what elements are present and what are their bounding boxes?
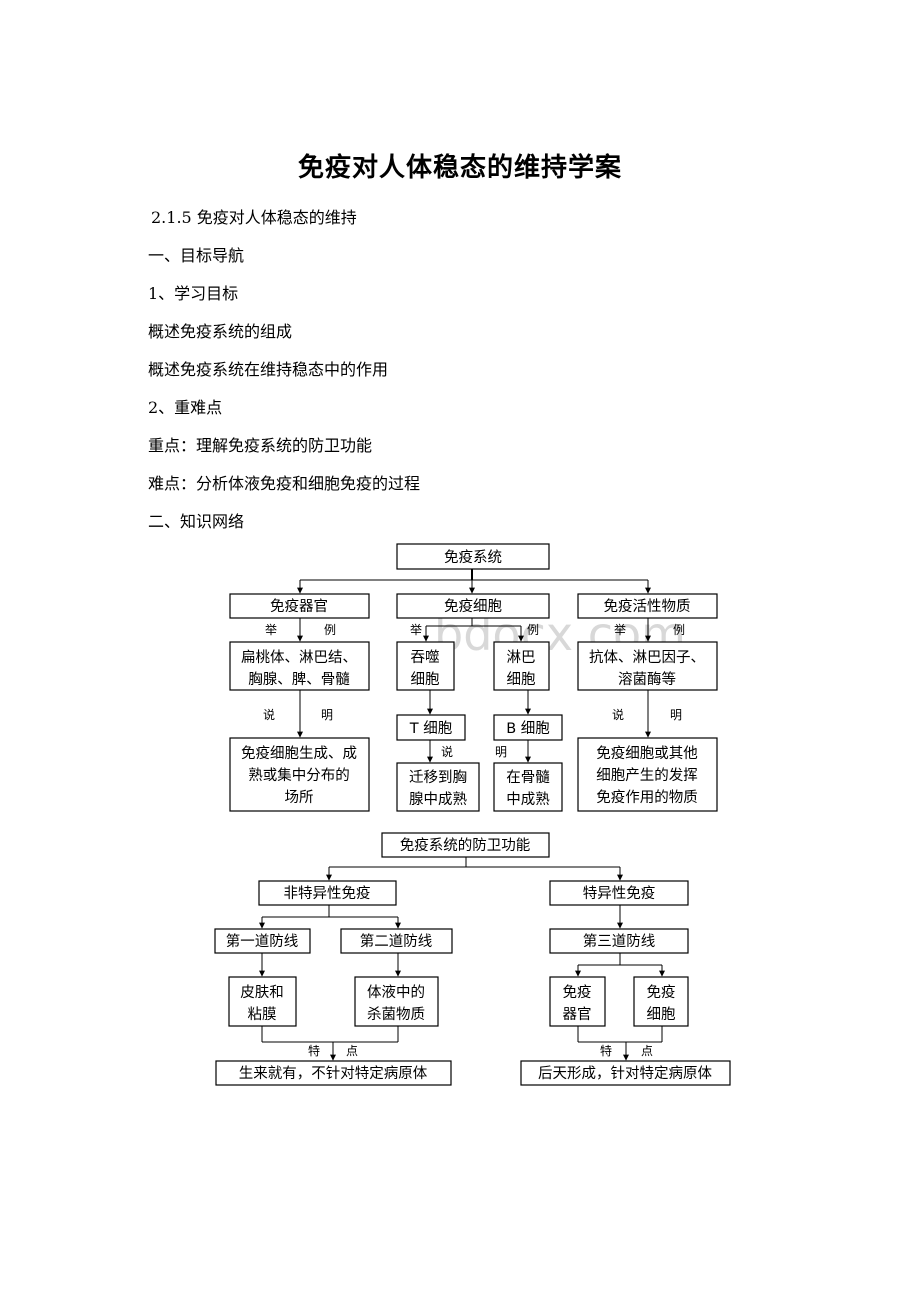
box-defense-function: 免疫系统的防卫功能 [381, 832, 550, 858]
svg-text:非特异性免疫: 非特异性免疫 [284, 885, 371, 902]
box-b-cell: B 细胞 [493, 714, 563, 741]
svg-text:免疫系统: 免疫系统 [444, 549, 502, 566]
svg-text:免疫作用的物质: 免疫作用的物质 [596, 789, 698, 806]
box-specific-feature: 后天形成，针对特定病原体 [520, 1060, 731, 1086]
label-te: 特 [308, 1043, 320, 1058]
svg-text:B 细胞: B 细胞 [506, 720, 550, 737]
box-skin-mucosa: 皮肤和 粘膜 [228, 976, 297, 1027]
diagram1-connectors [297, 569, 651, 763]
svg-text:第三道防线: 第三道防线 [583, 932, 656, 950]
svg-text:特异性免疫: 特异性免疫 [583, 885, 656, 902]
svg-text:细胞产生的发挥: 细胞产生的发挥 [596, 767, 698, 784]
svg-text:体液中的: 体液中的 [367, 984, 425, 1001]
heading-key-points: 2、重难点 [148, 398, 223, 417]
svg-text:生来就有，不针对特定病原体: 生来就有，不针对特定病原体 [239, 1065, 428, 1082]
box-second-line: 第二道防线 [340, 928, 453, 954]
svg-text:杀菌物质: 杀菌物质 [367, 1006, 425, 1023]
svg-text:免疫器官: 免疫器官 [270, 598, 328, 615]
svg-text:后天形成，针对特定病原体: 后天形成，针对特定病原体 [538, 1065, 712, 1082]
label-shuo: 说 [441, 744, 453, 759]
diagram2-connectors [259, 857, 665, 1061]
svg-text:器官: 器官 [563, 1006, 592, 1023]
box-substance-description: 免疫细胞或其他 细胞产生的发挥 免疫作用的物质 [577, 737, 718, 812]
svg-text:胸腺、脾、骨髓: 胸腺、脾、骨髓 [248, 671, 350, 688]
svg-text:免疫细胞: 免疫细胞 [444, 598, 502, 615]
box-nonspecific-feature: 生来就有，不针对特定病原体 [215, 1060, 452, 1086]
box-immune-organs-2: 免疫 器官 [549, 976, 606, 1027]
heading-knowledge-network: 二、知识网络 [148, 512, 245, 531]
svg-text:中成熟: 中成熟 [506, 791, 550, 808]
box-organ-examples: 扁桃体、淋巴结、 胸腺、脾、骨髓 [229, 641, 370, 691]
svg-text:扁桃体、淋巴结、: 扁桃体、淋巴结、 [241, 649, 357, 666]
box-first-line: 第一道防线 [214, 928, 311, 954]
svg-text:T 细胞: T 细胞 [409, 720, 452, 737]
difficult-point-line: 难点：分析体液免疫和细胞免疫的过程 [148, 474, 421, 493]
svg-text:细胞: 细胞 [647, 1006, 676, 1023]
label-ming: 明 [670, 708, 682, 722]
label-ju: 举 [410, 623, 422, 637]
box-third-line: 第三道防线 [549, 928, 689, 954]
box-immune-active-substances: 免疫活性物质 [577, 593, 718, 619]
page-title: 免疫对人体稳态的维持学案 [297, 153, 622, 183]
label-ju: 举 [265, 623, 277, 637]
svg-text:细胞: 细胞 [411, 671, 440, 688]
box-t-cell-description: 迁移到胸 腺中成熟 [396, 762, 480, 812]
label-dian: 点 [641, 1044, 653, 1058]
svg-text:第二道防线: 第二道防线 [360, 932, 433, 950]
box-bactericidal-substances: 体液中的 杀菌物质 [354, 976, 439, 1027]
goal-line: 概述免疫系统的组成 [148, 322, 293, 341]
label-li: 例 [527, 623, 539, 637]
svg-text:第一道防线: 第一道防线 [226, 932, 299, 950]
svg-text:免疫细胞或其他: 免疫细胞或其他 [596, 745, 698, 762]
label-ming: 明 [321, 708, 333, 722]
box-immune-cells-2: 免疫 细胞 [633, 976, 689, 1027]
svg-text:细胞: 细胞 [507, 671, 536, 688]
svg-text:免疫细胞生成、成: 免疫细胞生成、成 [241, 745, 357, 762]
box-t-cell: T 细胞 [396, 714, 466, 741]
section-heading: 2.1.5 免疫对人体稳态的维持 [151, 208, 357, 227]
label-dian: 点 [346, 1044, 358, 1058]
label-li: 例 [324, 623, 336, 637]
box-phagocytes: 吞噬 细胞 [396, 641, 455, 691]
box-b-cell-description: 在骨髓 中成熟 [493, 762, 563, 812]
key-point-line: 重点：理解免疫系统的防卫功能 [148, 436, 373, 455]
svg-text:在骨髓: 在骨髓 [506, 769, 550, 786]
box-nonspecific-immunity: 非特异性免疫 [258, 880, 397, 906]
svg-text:熟或集中分布的: 熟或集中分布的 [248, 767, 350, 784]
box-immune-system: 免疫系统 [396, 543, 550, 570]
label-shuo: 说 [263, 707, 275, 722]
heading-learning-goals: 1、学习目标 [148, 284, 239, 303]
svg-text:腺中成熟: 腺中成熟 [409, 791, 467, 808]
svg-text:抗体、淋巴因子、: 抗体、淋巴因子、 [589, 649, 705, 666]
svg-text:免疫系统的防卫功能: 免疫系统的防卫功能 [400, 837, 531, 854]
label-shuo: 说 [612, 707, 624, 722]
svg-text:皮肤和: 皮肤和 [240, 984, 284, 1001]
box-substance-examples: 抗体、淋巴因子、 溶菌酶等 [577, 641, 718, 691]
svg-text:吞噬: 吞噬 [411, 649, 440, 666]
box-specific-immunity: 特异性免疫 [549, 880, 689, 906]
svg-text:溶菌酶等: 溶菌酶等 [618, 670, 676, 688]
box-lymphocytes: 淋巴 细胞 [493, 641, 550, 691]
goal-line: 概述免疫系统在维持稳态中的作用 [148, 360, 389, 379]
label-te: 特 [600, 1043, 612, 1058]
label-li: 例 [673, 623, 685, 637]
svg-text:淋巴: 淋巴 [507, 649, 536, 666]
svg-text:迁移到胸: 迁移到胸 [409, 769, 467, 786]
heading-goal-navigation: 一、目标导航 [148, 246, 245, 265]
label-ming: 明 [495, 745, 507, 759]
box-immune-organs: 免疫器官 [229, 593, 370, 619]
box-immune-cells: 免疫细胞 [396, 593, 550, 619]
box-organ-description: 免疫细胞生成、成 熟或集中分布的 场所 [229, 737, 370, 812]
svg-text:免疫: 免疫 [563, 984, 592, 1001]
svg-text:免疫活性物质: 免疫活性物质 [604, 598, 691, 615]
svg-text:场所: 场所 [285, 789, 314, 806]
svg-text:粘膜: 粘膜 [248, 1006, 277, 1023]
svg-text:免疫: 免疫 [647, 984, 676, 1001]
label-ju: 举 [614, 623, 626, 637]
